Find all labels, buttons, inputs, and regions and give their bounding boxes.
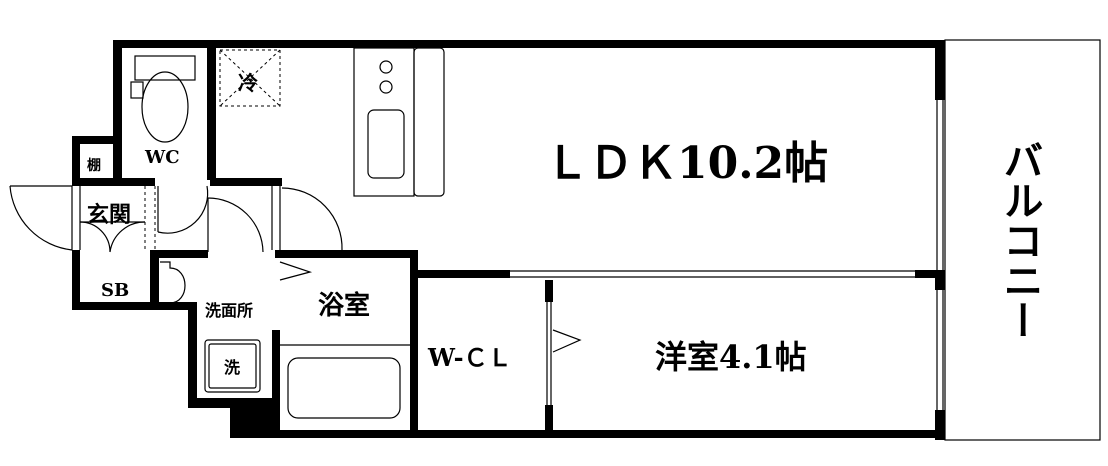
washroom-label: 洗面所 <box>205 301 253 320</box>
washer-label: 洗 <box>224 358 240 377</box>
fridge-label: 冷 <box>238 71 258 95</box>
balcony-outline <box>944 39 1101 441</box>
western-room-label: 洋室4.1帖 <box>655 338 807 376</box>
walls <box>72 40 945 440</box>
shoe-box-label: SB <box>101 280 129 301</box>
balcony-label: バルコニー <box>997 140 1044 340</box>
toilet-label: WC <box>144 147 180 168</box>
entrance-label: 玄関 <box>87 202 131 228</box>
bathroom-label: 浴室 <box>318 290 370 321</box>
thin-lines <box>9 47 944 419</box>
shelf-label: 棚 <box>87 157 101 174</box>
walk-in-closet-label: W-ＣＬ <box>427 343 512 372</box>
ldk-label: ＬＤＫ10.2帖 <box>545 138 828 189</box>
